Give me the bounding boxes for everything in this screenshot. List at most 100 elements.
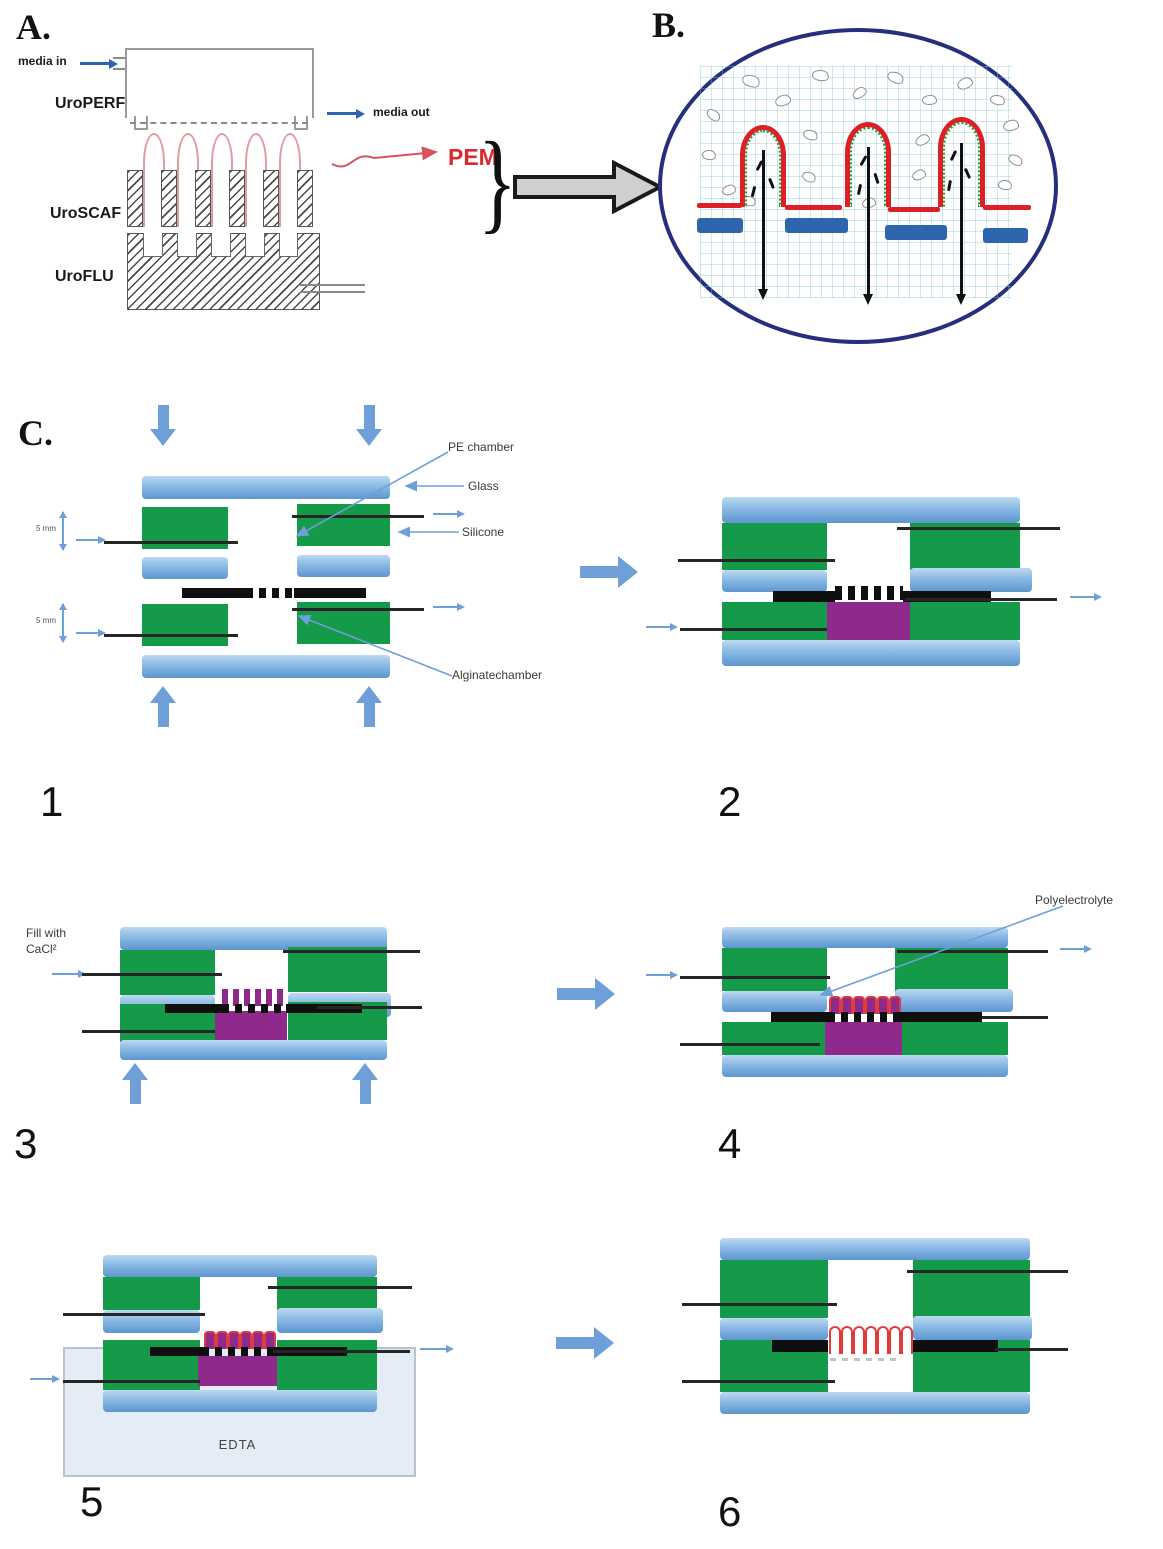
media-in-arrow-icon — [80, 58, 118, 69]
alginate-dotted-lining — [745, 130, 781, 207]
needle — [317, 1006, 422, 1009]
needle — [82, 1030, 215, 1033]
press-arrow-icon — [122, 1058, 149, 1104]
pem-coated-pillar — [829, 996, 841, 1014]
pem-coated-pillar — [853, 996, 865, 1014]
pem-coated-pillar — [264, 1331, 276, 1349]
glass-layer — [142, 655, 390, 678]
flow-arrow-icon — [646, 971, 678, 979]
glass-layer — [720, 1238, 1030, 1260]
hollow-pem-arch — [889, 1326, 901, 1354]
hollow-pem-arch — [853, 1326, 865, 1354]
needle — [907, 1270, 1068, 1273]
cell-sketch — [922, 95, 937, 105]
hollow-pem-arch — [901, 1326, 913, 1354]
pem-coated-pillar — [865, 996, 877, 1014]
edta-label: EDTA — [218, 1437, 257, 1452]
flow-arrow-icon — [1070, 593, 1102, 601]
needle — [292, 608, 424, 611]
step-transition-arrow-icon — [556, 1327, 614, 1359]
glass-layer — [722, 927, 1008, 948]
silicone-layer — [103, 1277, 200, 1310]
hollow-pem-arch — [841, 1326, 853, 1354]
glass-label: Glass — [468, 479, 499, 493]
pem-coated-pillar — [228, 1331, 240, 1349]
flow-down-arrow-icon — [863, 147, 872, 305]
alginate-chamber-label: Alginatechamber — [452, 668, 543, 682]
silicone-label: Silicone — [462, 525, 505, 539]
needle — [897, 950, 1048, 953]
needle — [680, 976, 830, 979]
press-arrow-icon — [352, 1058, 379, 1104]
pem-baseline — [888, 207, 940, 212]
silicone-layer — [910, 602, 1020, 640]
membrane — [772, 1340, 828, 1352]
dimension-arrow-icon — [59, 603, 67, 643]
flow-down-arrow-icon — [956, 143, 965, 305]
brace-glyph: } — [478, 120, 517, 244]
uroflu-notch — [279, 233, 298, 257]
press-arrow-icon — [150, 405, 177, 446]
flow-arrow-icon — [433, 603, 465, 611]
pem-coated-pillar — [204, 1331, 216, 1349]
step-number: 2 — [718, 778, 742, 825]
membrane-perforations — [202, 1347, 273, 1356]
press-arrow-icon — [356, 405, 383, 446]
glass-layer — [720, 1392, 1030, 1414]
glass-layer — [297, 555, 390, 577]
support-bar — [885, 225, 947, 240]
press-arrow-icon — [150, 686, 177, 727]
flow-arrow-icon — [1060, 945, 1092, 953]
step-number: 5 — [80, 1478, 104, 1525]
pem-coated-pillar — [252, 1331, 264, 1349]
silicone-layer — [722, 1022, 825, 1055]
uroscaf-pillar — [195, 170, 211, 227]
membrane — [903, 591, 991, 602]
silicone-layer — [913, 1260, 1030, 1318]
hollow-pem-arch — [865, 1326, 877, 1354]
glass-layer — [120, 1040, 387, 1060]
glass-layer — [910, 568, 1032, 592]
uroflu-notch — [211, 233, 231, 257]
pem-baseline — [785, 205, 842, 210]
membrane-perforations — [222, 1004, 286, 1013]
pem-coated-pillar — [216, 1331, 228, 1349]
needle — [63, 1313, 205, 1316]
pem-coated-pillar — [889, 996, 901, 1014]
needle — [273, 1350, 410, 1353]
membrane — [182, 588, 246, 598]
pem-coated-pillar — [877, 996, 889, 1014]
flow-arrow-icon — [30, 1375, 60, 1383]
pem-label: PEM — [448, 144, 498, 170]
press-arrow-icon — [356, 686, 383, 727]
media-in-label: media in — [18, 54, 67, 68]
step-number: 4 — [718, 1120, 742, 1167]
pem-pointer-line — [331, 146, 438, 168]
support-bar — [983, 228, 1028, 243]
needle — [680, 1043, 820, 1046]
silicone-layer — [288, 947, 387, 992]
glass-layer — [142, 476, 390, 499]
silicone-layer — [142, 604, 228, 646]
glass-layer — [720, 1318, 828, 1340]
uroflu-outlet-line — [300, 291, 365, 293]
flow-arrow-icon — [433, 510, 465, 518]
flow-arrow-icon — [646, 623, 678, 631]
uroflu-label: UroFLU — [55, 268, 114, 285]
silicone-layer — [297, 504, 390, 546]
needle — [905, 598, 1057, 601]
alginate-fill — [827, 602, 910, 640]
fill-cacl2-label: Fill with — [26, 926, 67, 940]
panel-a-label: A. — [16, 7, 51, 47]
needle — [104, 634, 238, 637]
glass-layer — [103, 1255, 377, 1277]
uroflu-outlet-line — [300, 284, 365, 286]
dimension-label: 5 mm — [36, 524, 56, 533]
flow-arrow-icon — [52, 970, 86, 978]
glass-layer — [103, 1390, 377, 1412]
alginate-fill — [215, 1011, 287, 1041]
membrane — [165, 1004, 222, 1013]
panel-c-label: C. — [18, 413, 53, 453]
uroperf-chamber — [125, 48, 314, 118]
